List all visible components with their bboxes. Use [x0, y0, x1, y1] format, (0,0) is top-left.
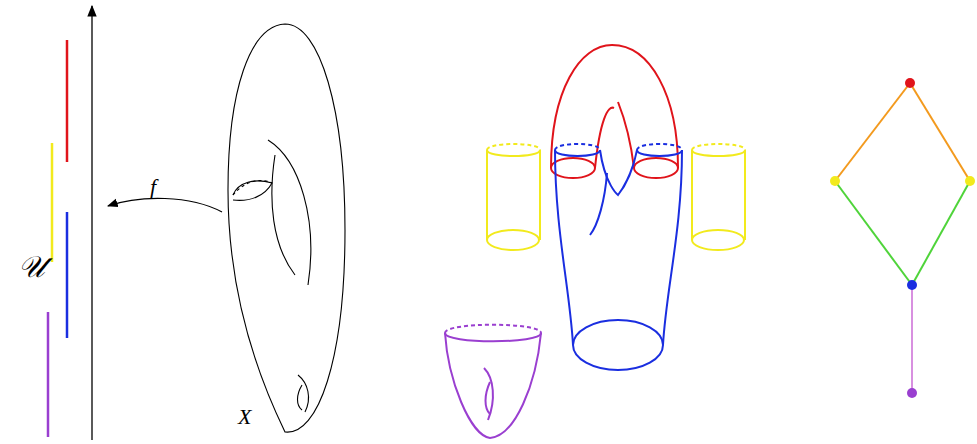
red-pair-of-pants: [551, 45, 678, 178]
purple-cap: [445, 325, 541, 438]
yellow-cylinders: [487, 144, 745, 250]
math-label: 𝒰: [18, 252, 45, 282]
math-label: X: [238, 406, 251, 428]
map-arrow: [108, 198, 222, 212]
blue-pair-of-pants: [555, 144, 682, 370]
nerve-graph: [830, 78, 975, 398]
axis: [91, 6, 92, 440]
surface: [228, 24, 345, 432]
cover-intervals: [48, 40, 67, 437]
math-label: f: [150, 176, 156, 198]
